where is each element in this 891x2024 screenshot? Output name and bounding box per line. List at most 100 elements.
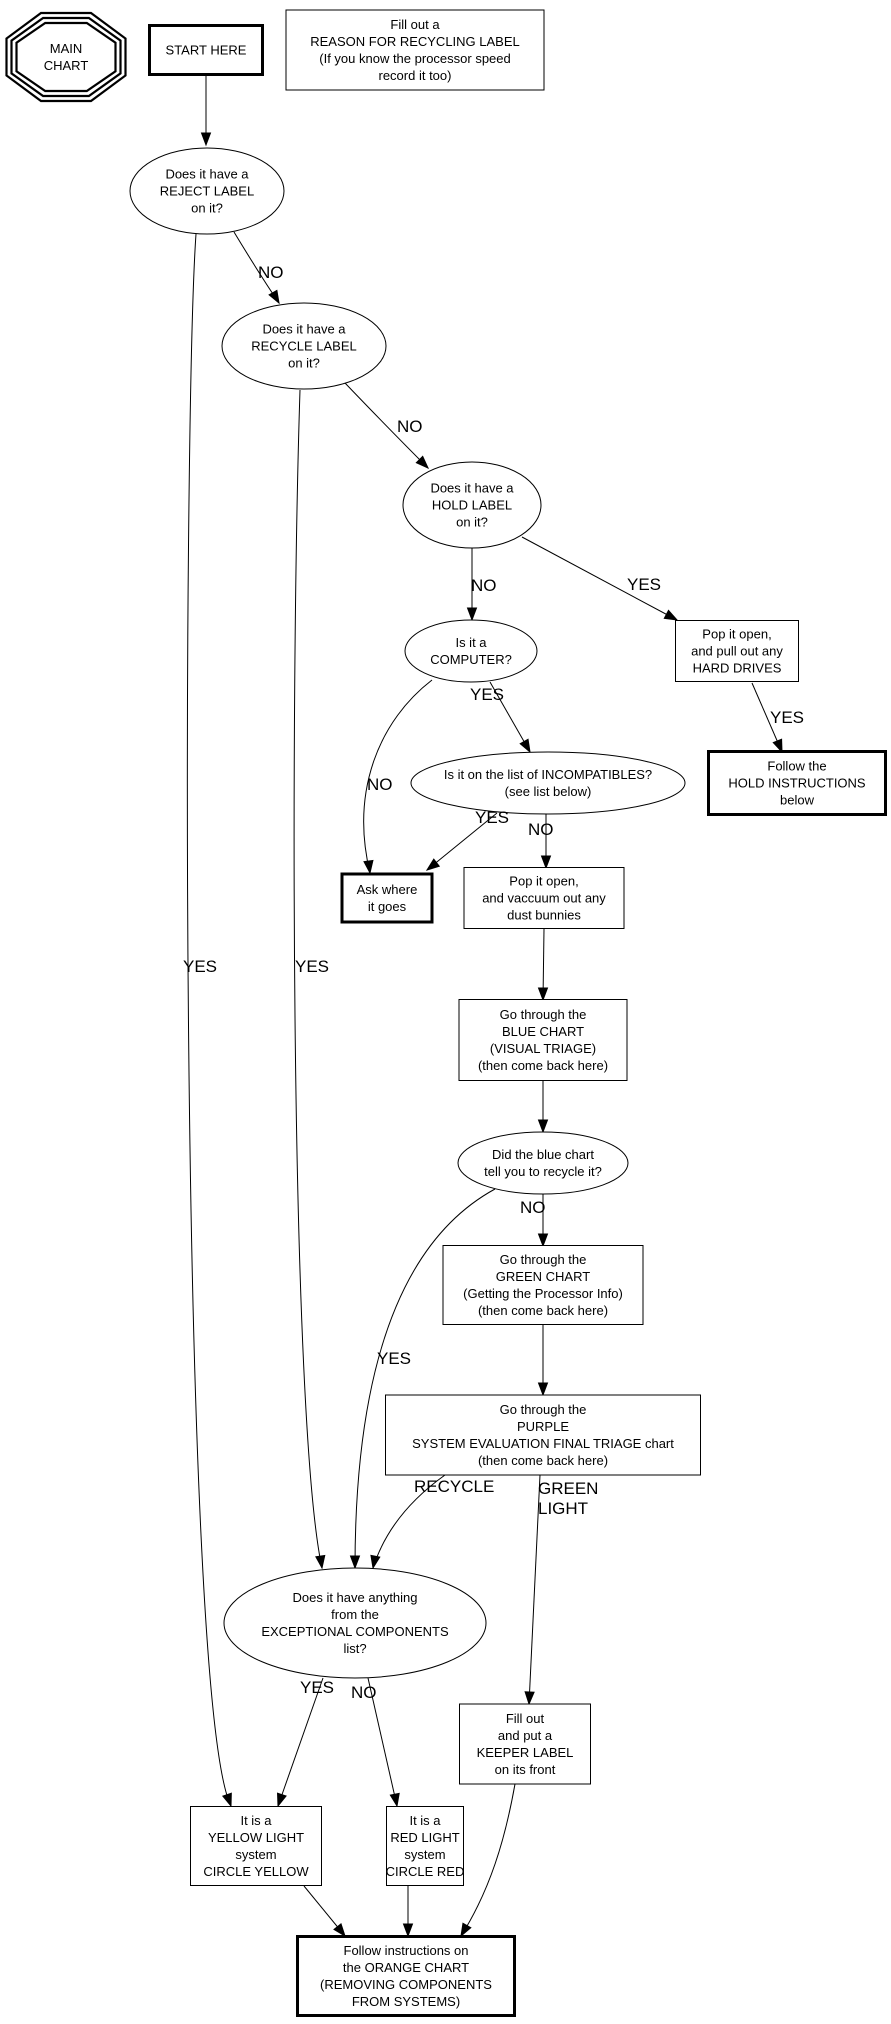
edge-reject-q-to-recycle-q	[233, 231, 280, 305]
arrowhead-icon	[772, 738, 783, 754]
reject-q-text-line: on it?	[191, 201, 223, 216]
arrowhead-icon	[333, 1922, 346, 1938]
edge-yellow-light-to-orange-chart	[303, 1885, 346, 1938]
arrowhead-icon	[315, 1554, 326, 1570]
green-chart-text-line: Go through the	[500, 1252, 587, 1267]
hard-drives-text-line: and pull out any	[691, 644, 783, 659]
edge-label: YES	[377, 1349, 411, 1368]
edge-label: YES	[300, 1678, 334, 1697]
start-node: START HERE	[148, 24, 264, 76]
arrowhead-icon	[402, 1923, 414, 1938]
arrowhead-icon	[349, 1555, 361, 1570]
edge-green-chart-to-purple-chart	[537, 1325, 549, 1397]
arrowhead-icon	[460, 1922, 472, 1938]
edge-computer-q-to-ask-where	[363, 679, 433, 875]
vacuum-text-line: and vaccuum out any	[482, 891, 606, 906]
edge-red-light-to-orange-chart	[402, 1886, 414, 1938]
blue-recycle-q-ellipse	[457, 1131, 629, 1195]
edge-label: NO	[351, 1683, 377, 1702]
edge-hold-q-to-computer-q	[466, 548, 478, 622]
yellow-light-box	[190, 1806, 322, 1886]
computer-q-ellipse	[404, 619, 538, 683]
edge-line	[751, 682, 783, 753]
hold-instructions-text-line: Follow the	[767, 759, 826, 774]
arrowhead-icon	[537, 1119, 549, 1134]
edge-vacuum-to-blue-chart	[537, 928, 549, 1002]
octagon-border-1	[5, 11, 127, 103]
edge-recycle-q-to-exceptional-q	[293, 389, 326, 1570]
arrowhead-icon	[370, 1554, 381, 1570]
hold-q-text-line: on it?	[456, 515, 488, 530]
reject-q-text-line: Does it have a	[165, 167, 249, 182]
edge-line	[426, 812, 498, 871]
edge-label: YES	[183, 957, 217, 976]
edge-hard-drives-to-hold-instructions	[751, 682, 783, 754]
incompatibles-q-node: Is it on the list of INCOMPATIBLES?(see …	[410, 751, 686, 815]
edge-hold-q-to-hard-drives	[521, 536, 679, 621]
orange-chart-text-line: FROM SYSTEMS)	[352, 1994, 460, 2009]
incompatibles-q-text-line: (see list below)	[505, 784, 592, 799]
edge-label: NO	[471, 576, 497, 595]
edge-line	[363, 679, 433, 874]
edge-blue-chart-to-blue-recycle-q	[537, 1081, 549, 1134]
exceptional-q-text-line: EXCEPTIONAL COMPONENTS	[261, 1624, 449, 1639]
yellow-light-text-line: It is a	[240, 1813, 272, 1828]
orange-chart-text-line: the ORANGE CHART	[343, 1960, 469, 1975]
yellow-light-text-line: system	[235, 1847, 276, 1862]
edge-start-to-reject-q	[200, 75, 212, 147]
edge-label: NO	[397, 417, 423, 436]
hold-instructions-box	[707, 750, 887, 816]
edge-reject-q-to-yellow-light	[186, 233, 232, 1808]
blue-recycle-q-text-line: tell you to recycle it?	[484, 1164, 602, 1179]
red-light-text-line: RED LIGHT	[390, 1830, 459, 1845]
edge-label: NO	[367, 775, 393, 794]
red-light-text-line: CIRCLE RED	[386, 1864, 465, 1879]
edge-line	[528, 1474, 541, 1705]
edge-recycle-q-to-hold-q	[344, 382, 430, 470]
purple-chart-text-line: Go through the	[500, 1402, 587, 1417]
arrowhead-icon	[537, 1382, 549, 1397]
edge-incompatibles-q-to-vacuum	[540, 814, 552, 870]
edge-incompatibles-q-to-ask-where	[425, 812, 498, 871]
arrowhead-icon	[524, 1691, 535, 1706]
edge-label: NO	[258, 263, 284, 282]
edge-line	[489, 681, 531, 753]
octagon-border-2	[10, 16, 122, 98]
arrowhead-icon	[519, 738, 531, 754]
purple-chart-box	[385, 1394, 701, 1476]
ask-where-text-line: it goes	[368, 899, 407, 914]
edge-line	[354, 1188, 496, 1569]
edge-purple-chart-to-exceptional-q	[370, 1474, 446, 1570]
keeper-label-text-line: KEEPER LABEL	[477, 1745, 574, 1760]
purple-chart-text-line: PURPLE	[517, 1419, 569, 1434]
orange-chart-text-line: (REMOVING COMPONENTS	[320, 1977, 492, 1992]
arrowhead-icon	[389, 1792, 400, 1808]
green-chart-box	[442, 1245, 644, 1325]
arrowhead-icon	[466, 607, 478, 622]
edge-label: YES	[475, 808, 509, 827]
exceptional-q-ellipse	[223, 1567, 487, 1679]
orange-chart-node: Follow instructions on the ORANGE CHART (R…	[296, 1935, 516, 2017]
arrowhead-icon	[221, 1792, 232, 1808]
green-chart-text-line: (Getting the Processor Info)	[463, 1286, 623, 1301]
edge-label: YES	[470, 685, 504, 704]
octagon-border-3	[15, 21, 117, 93]
vacuum-box	[463, 867, 625, 929]
blue-chart-text-line: (then come back here)	[478, 1058, 608, 1073]
orange-chart-text-line: Follow instructions on	[344, 1943, 469, 1958]
hold-instructions-text-line: below	[780, 793, 815, 808]
reason-label-box	[285, 9, 545, 91]
edge-line	[460, 1783, 516, 1937]
purple-chart-text-line: (then come back here)	[478, 1453, 608, 1468]
edge-line	[367, 1677, 398, 1807]
